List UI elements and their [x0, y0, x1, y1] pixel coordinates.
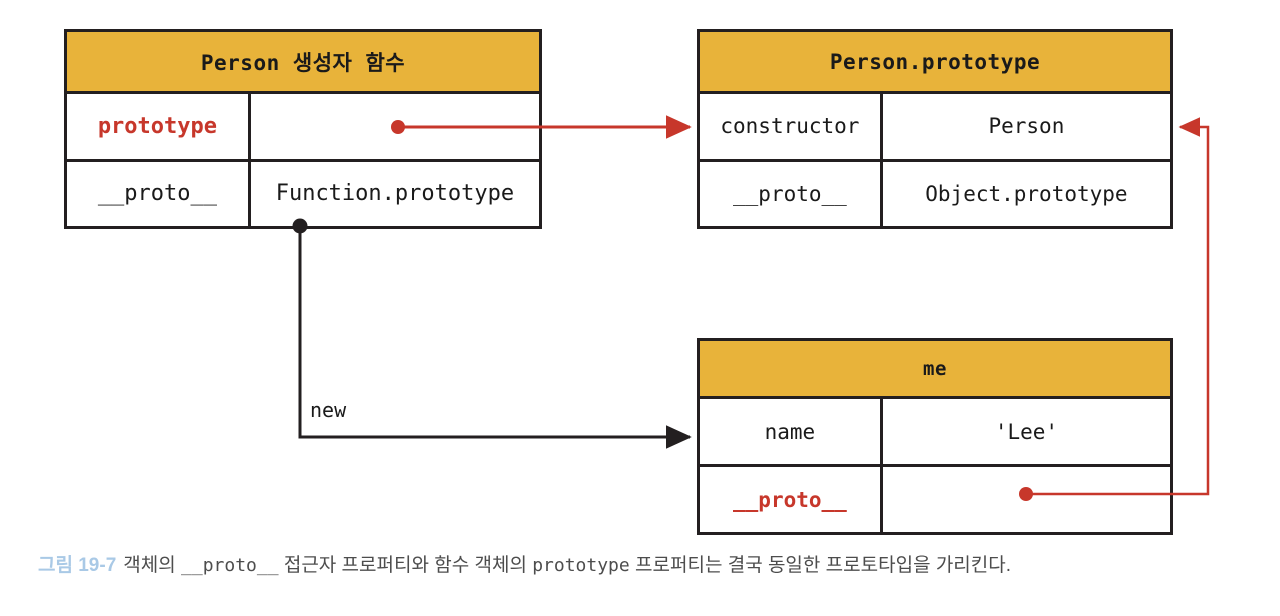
- property-key-name: name: [700, 399, 883, 464]
- property-key-constructor: constructor: [700, 94, 883, 159]
- table-row: __proto__: [700, 467, 1170, 532]
- caption-part-2: 접근자 프로퍼티와 함수 객체의: [278, 555, 533, 576]
- caption-code-proto: __proto__: [181, 555, 279, 576]
- property-value-proto: Function.prototype: [275, 181, 515, 207]
- object-table-title: me: [700, 341, 1170, 399]
- edge-new-instance: [292, 218, 692, 449]
- object-table-person-constructor: Person 생성자 함수 prototype __proto__ Functi…: [64, 29, 542, 229]
- object-table-person-prototype: Person.prototype constructor Person __pr…: [697, 29, 1173, 229]
- table-row: prototype: [67, 94, 539, 162]
- object-table-me: me name 'Lee' __proto__: [697, 338, 1173, 535]
- caption-part-1: 객체의: [123, 555, 182, 576]
- edge-label-new: new: [310, 398, 347, 422]
- property-key-proto: __proto__: [700, 161, 883, 226]
- caption-part-3: 프로퍼티는 결국 동일한 프로토타입을 가리킨다.: [629, 555, 1012, 576]
- property-key-proto: __proto__: [700, 467, 883, 532]
- property-value-constructor: Person: [988, 114, 1065, 139]
- property-value-name: 'Lee': [994, 419, 1059, 444]
- table-row: __proto__ Function.prototype: [67, 161, 539, 226]
- figure-number: 그림 19-7: [38, 555, 117, 576]
- property-value-proto: Object.prototype: [925, 181, 1128, 206]
- property-key-prototype: prototype: [67, 94, 251, 159]
- property-value-prototype: [251, 94, 539, 159]
- object-table-title: Person 생성자 함수: [67, 32, 539, 94]
- caption-code-prototype: prototype: [532, 555, 630, 576]
- property-key-proto: __proto__: [67, 161, 251, 226]
- property-value-proto: [883, 467, 1170, 532]
- table-row: name 'Lee': [700, 399, 1170, 467]
- table-row: __proto__ Object.prototype: [700, 161, 1170, 226]
- table-row: constructor Person: [700, 94, 1170, 162]
- figure-caption: 그림 19-7 객체의 __proto__ 접근자 프로퍼티와 함수 객체의 pr…: [38, 551, 1248, 581]
- object-table-title: Person.prototype: [700, 32, 1170, 94]
